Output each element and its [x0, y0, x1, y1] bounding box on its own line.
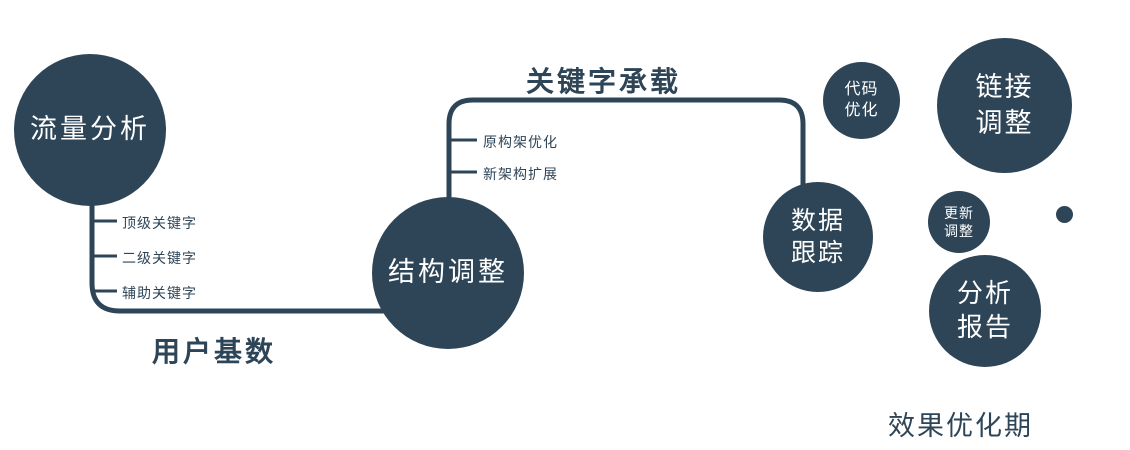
connector-structure-to-tracking: [446, 97, 806, 220]
node-code-optimization: 代码 优化: [823, 62, 900, 139]
small-dot-marker: [1056, 206, 1073, 223]
node-traffic-analysis-label: 流量分析: [30, 114, 150, 145]
node-data-tracking-line2: 跟踪: [790, 239, 845, 267]
footer-label-effect-optimization: 效果优化期: [888, 411, 1033, 441]
node-update-adjustment: 更新 调整: [928, 191, 990, 253]
node-link-adjustment: 链接 调整: [937, 38, 1072, 173]
node-analysis-report-line2: 报告: [956, 312, 1013, 342]
node-code-optimization-line2: 优化: [844, 101, 879, 119]
node-traffic-analysis: 流量分析: [14, 54, 166, 206]
node-link-adjustment-line2: 调整: [975, 107, 1034, 138]
node-update-adjustment-line1: 更新: [944, 204, 974, 221]
branch-top-keyword: 顶级关键字: [122, 215, 197, 231]
node-analysis-report: 分析 报告: [929, 255, 1041, 367]
edge-label-user-base: 用户基数: [152, 336, 277, 367]
edge-label-keyword-bearing: 关键字承载: [526, 66, 682, 97]
node-structure-adjustment-label: 结构调整: [388, 257, 508, 288]
node-link-adjustment-line1: 链接: [975, 72, 1034, 103]
node-data-tracking-line1: 数据: [790, 206, 845, 235]
connector-traffic-to-structure: [89, 180, 395, 314]
node-analysis-report-line1: 分析: [956, 278, 1013, 309]
node-update-adjustment-line2: 调整: [944, 223, 974, 239]
node-structure-adjustment: 结构调整: [372, 197, 524, 349]
branch-secondary-keyword: 二级关键字: [122, 250, 197, 266]
branch-new-architecture: 新架构扩展: [483, 166, 558, 182]
node-data-tracking: 数据 跟踪: [763, 182, 873, 292]
branch-auxiliary-keyword: 辅助关键字: [122, 285, 197, 301]
branch-original-architecture: 原构架优化: [483, 134, 558, 150]
node-code-optimization-line1: 代码: [844, 80, 879, 98]
